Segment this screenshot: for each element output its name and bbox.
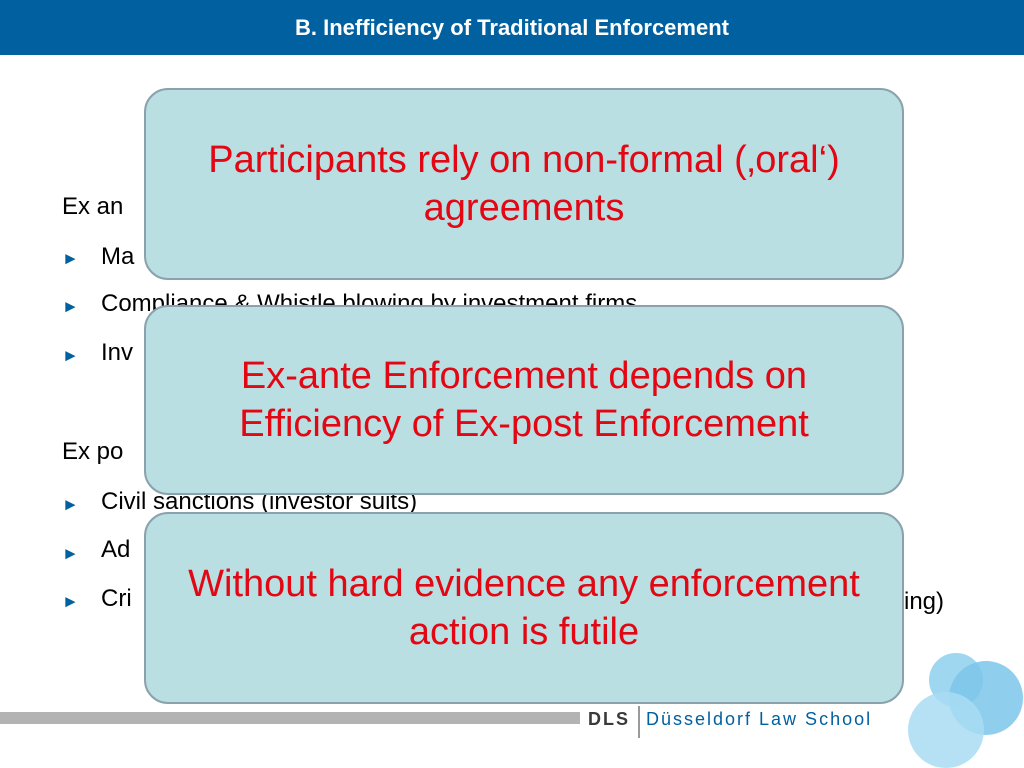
slide-title: B. Inefficiency of Traditional Enforceme… [295, 15, 729, 40]
ex-ante-item-3: Inv [101, 339, 134, 366]
triangle-right-icon: ► [62, 544, 79, 563]
logo-abbreviation: DLS [588, 709, 630, 729]
header-bar: B. Inefficiency of Traditional Enforceme… [0, 0, 1024, 55]
callout-text: Ex-ante Enforcement depends on Efficienc… [239, 355, 809, 445]
footer-divider [638, 706, 640, 738]
callout-text: Participants rely on non-formal (‚oral‘)… [208, 139, 840, 229]
callout-ex-ante-dependency: Ex-ante Enforcement depends on Efficienc… [144, 305, 904, 495]
triangle-right-icon: ► [62, 592, 79, 611]
triangle-right-icon: ► [62, 495, 79, 514]
callout-text: Without hard evidence any enforcement ac… [188, 563, 860, 653]
logo-circle-bottom [908, 692, 984, 768]
callout-hard-evidence: Without hard evidence any enforcement ac… [144, 512, 904, 704]
ex-post-heading: Ex po [62, 438, 124, 465]
ex-post-item-3: Cri [101, 585, 132, 612]
overlapping-circles-logo [908, 653, 1023, 768]
ex-post-item-3-trailing: ing) [904, 588, 945, 615]
triangle-right-icon: ► [62, 346, 79, 365]
footer-bar [0, 712, 580, 724]
ex-post-item-2: Ad [101, 536, 131, 563]
ex-ante-item-1: Ma [101, 243, 135, 270]
ex-ante-heading: Ex an [62, 193, 124, 220]
triangle-right-icon: ► [62, 249, 79, 268]
logo-name: Düsseldorf Law School [646, 709, 873, 729]
triangle-right-icon: ► [62, 297, 79, 316]
callout-informal-agreements: Participants rely on non-formal (‚oral‘)… [144, 88, 904, 280]
